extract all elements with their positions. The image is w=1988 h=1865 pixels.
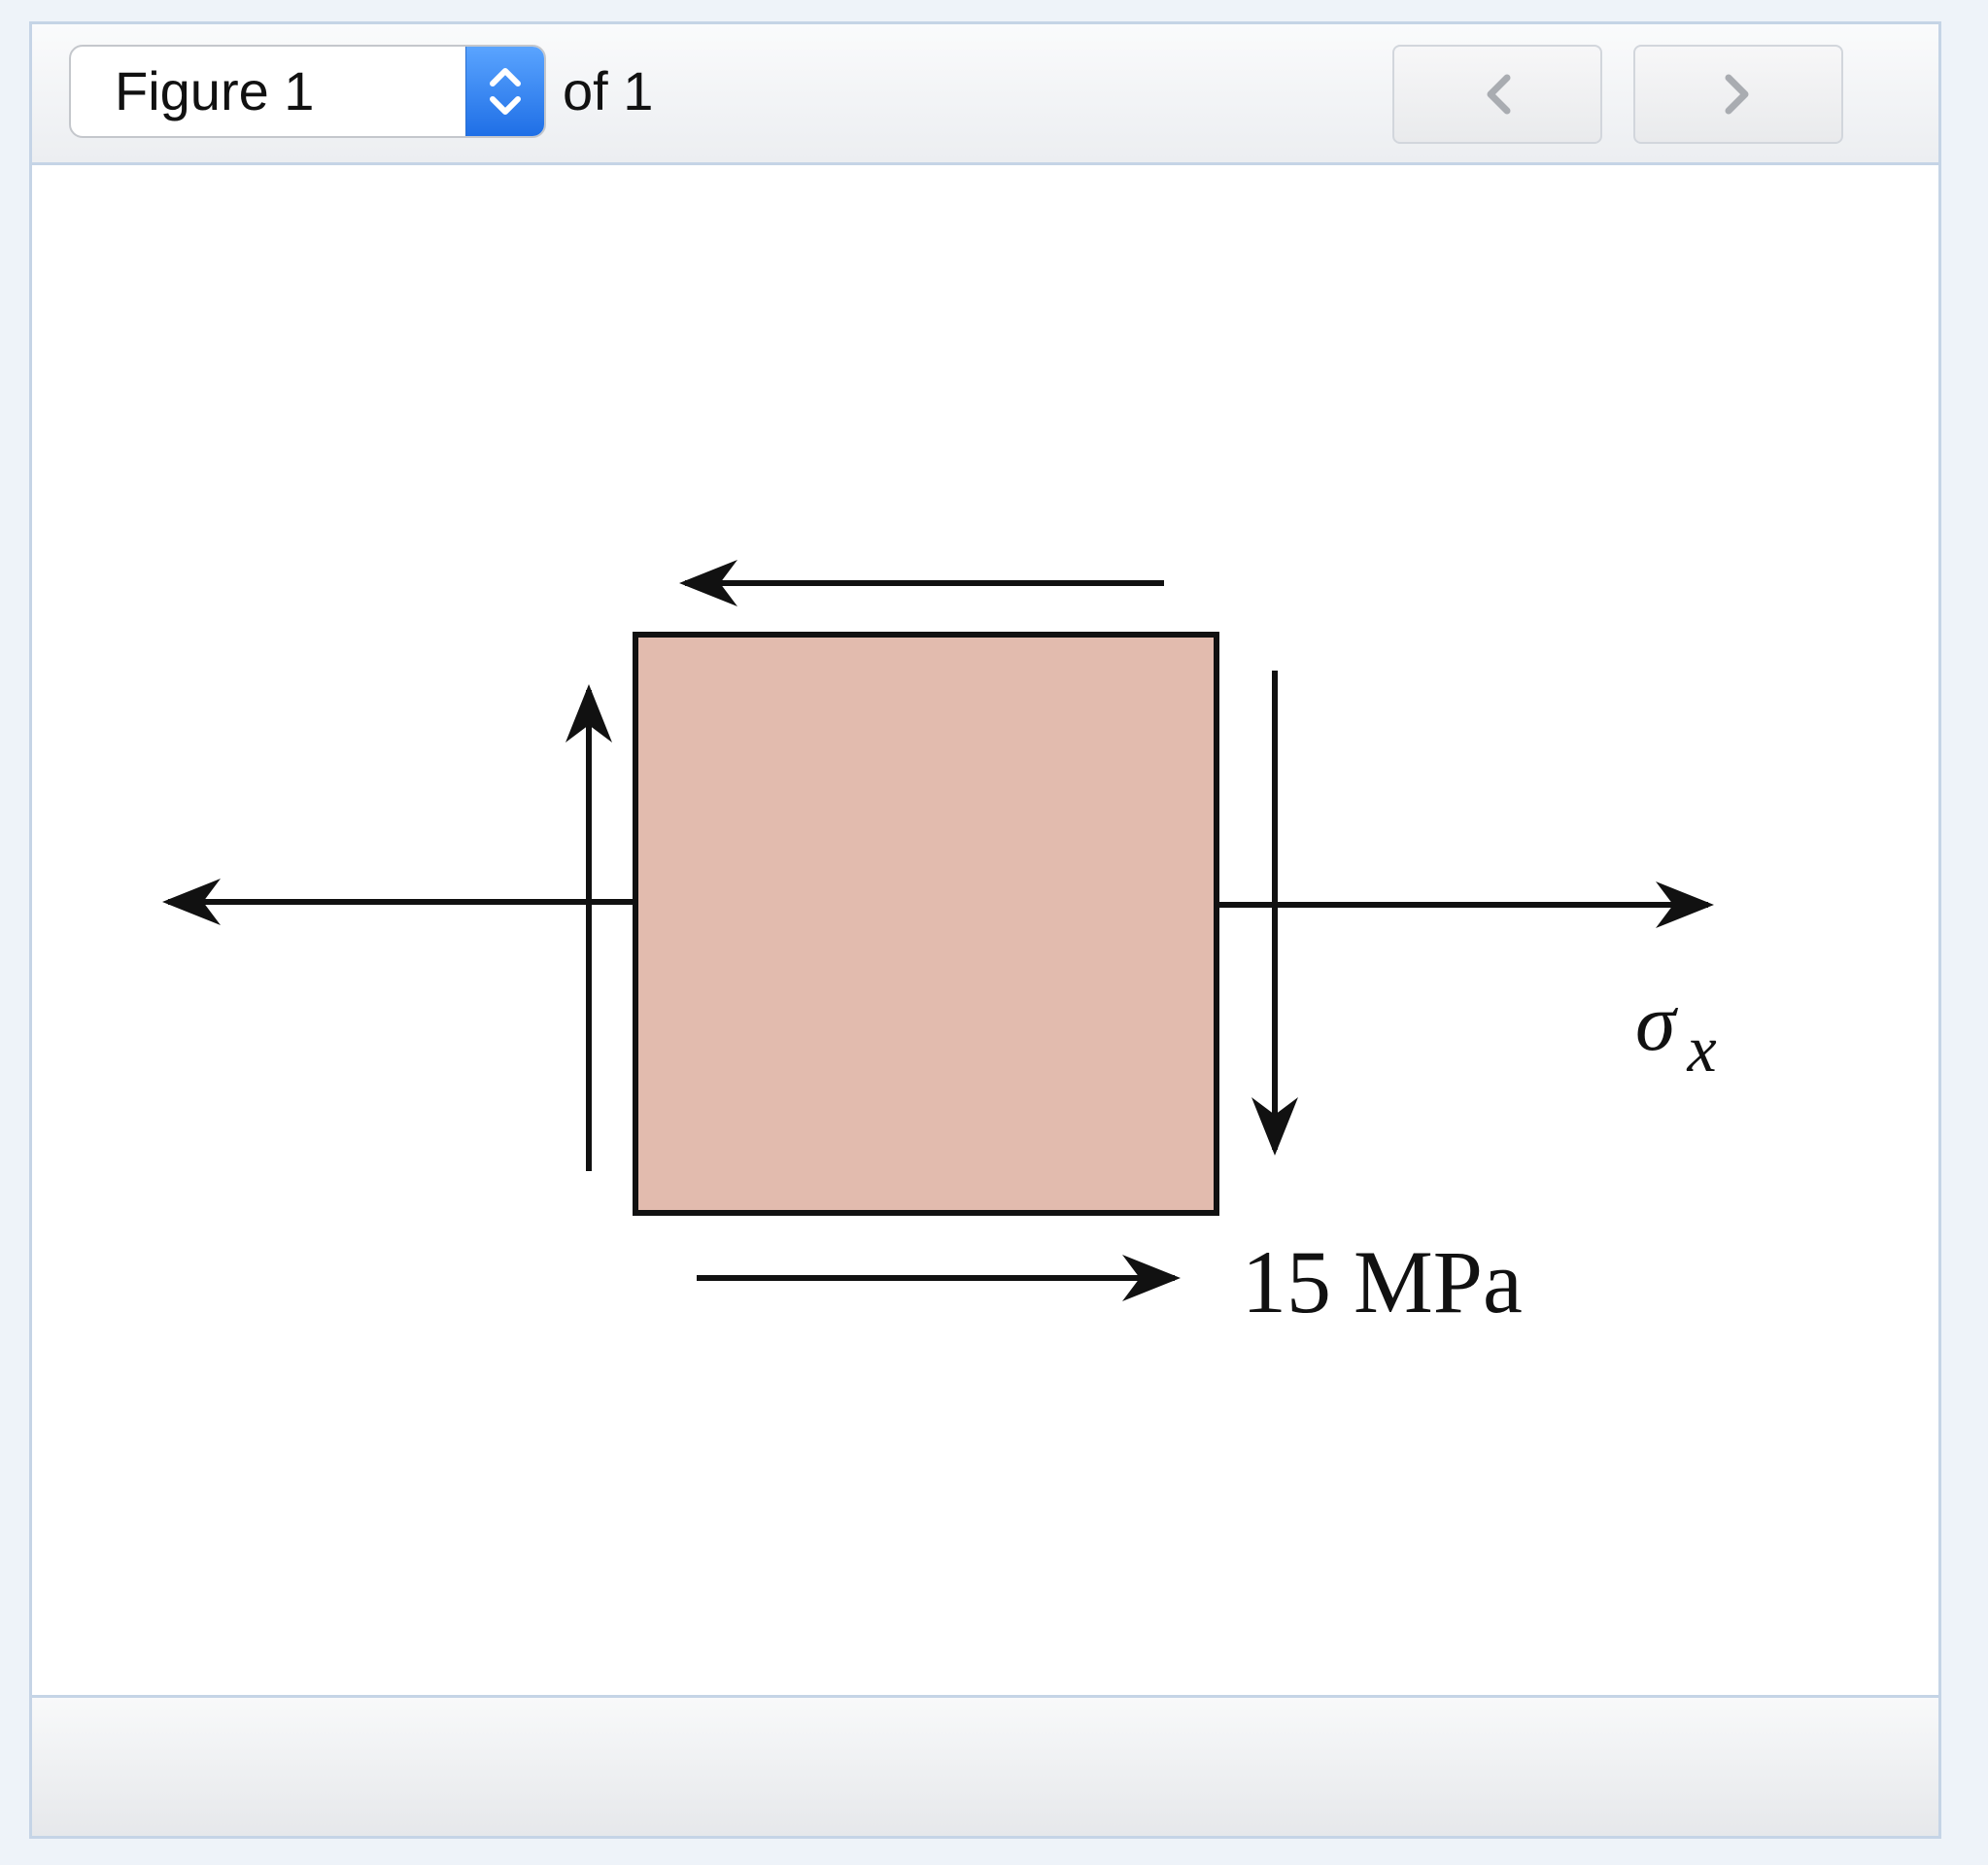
figure-select-value: Figure 1 (115, 60, 315, 121)
select-stepper[interactable] (465, 47, 544, 136)
chevron-left-icon (1487, 74, 1511, 115)
chevron-right-icon (1725, 74, 1749, 115)
stress-element-square (633, 632, 1219, 1216)
viewer-footer (32, 1695, 1938, 1836)
figure-viewer: Figure 1 of 1 (29, 21, 1941, 1839)
up-down-chevron-icon (490, 68, 521, 115)
page-count: of 1 (563, 60, 654, 121)
shear-stress-label: 15 MPa (1242, 1232, 1523, 1331)
next-figure-button[interactable] (1633, 45, 1843, 144)
previous-figure-button[interactable] (1392, 45, 1602, 144)
viewer-toolbar: Figure 1 of 1 (32, 24, 1938, 165)
figure-select[interactable]: Figure 1 (69, 45, 546, 138)
